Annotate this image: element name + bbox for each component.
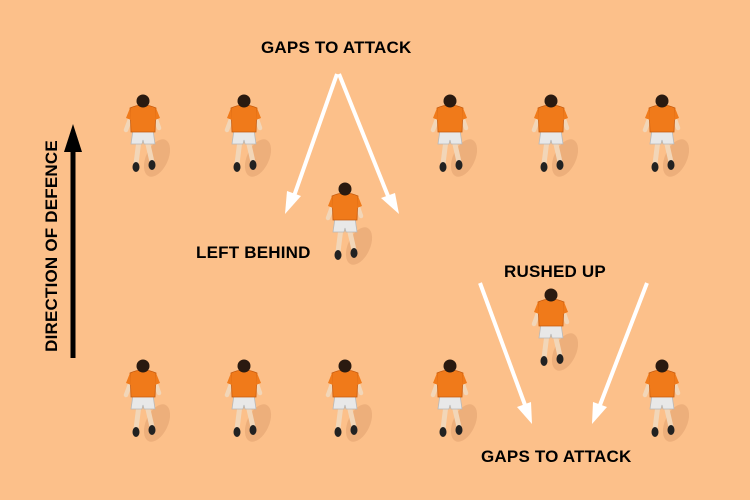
gaps-to-attack-bottom-label: GAPS TO ATTACK — [481, 447, 632, 466]
player-rushed-up — [534, 289, 583, 375]
gaps-to-attack-top-label: GAPS TO ATTACK — [261, 38, 412, 57]
player-top-3 — [433, 95, 482, 181]
direction-of-defence-label: DIRECTION OF DEFENCE — [42, 140, 61, 352]
player-bottom-1 — [126, 360, 175, 446]
player-left-behind — [328, 183, 377, 269]
player-bottom-5 — [645, 360, 694, 446]
gap-arrows-top — [285, 73, 399, 214]
gap-arrows-bottom — [478, 282, 649, 424]
player-bottom-4 — [433, 360, 482, 446]
direction-arrow — [64, 124, 82, 358]
player-top-1 — [126, 95, 175, 181]
rushed-up-label: RUSHED UP — [504, 262, 606, 281]
player-bottom-3 — [328, 360, 377, 446]
player-bottom-2 — [227, 360, 276, 446]
player-top-4 — [534, 95, 583, 181]
player-top-2 — [227, 95, 276, 181]
left-behind-label: LEFT BEHIND — [196, 243, 311, 262]
player-top-5 — [645, 95, 694, 181]
